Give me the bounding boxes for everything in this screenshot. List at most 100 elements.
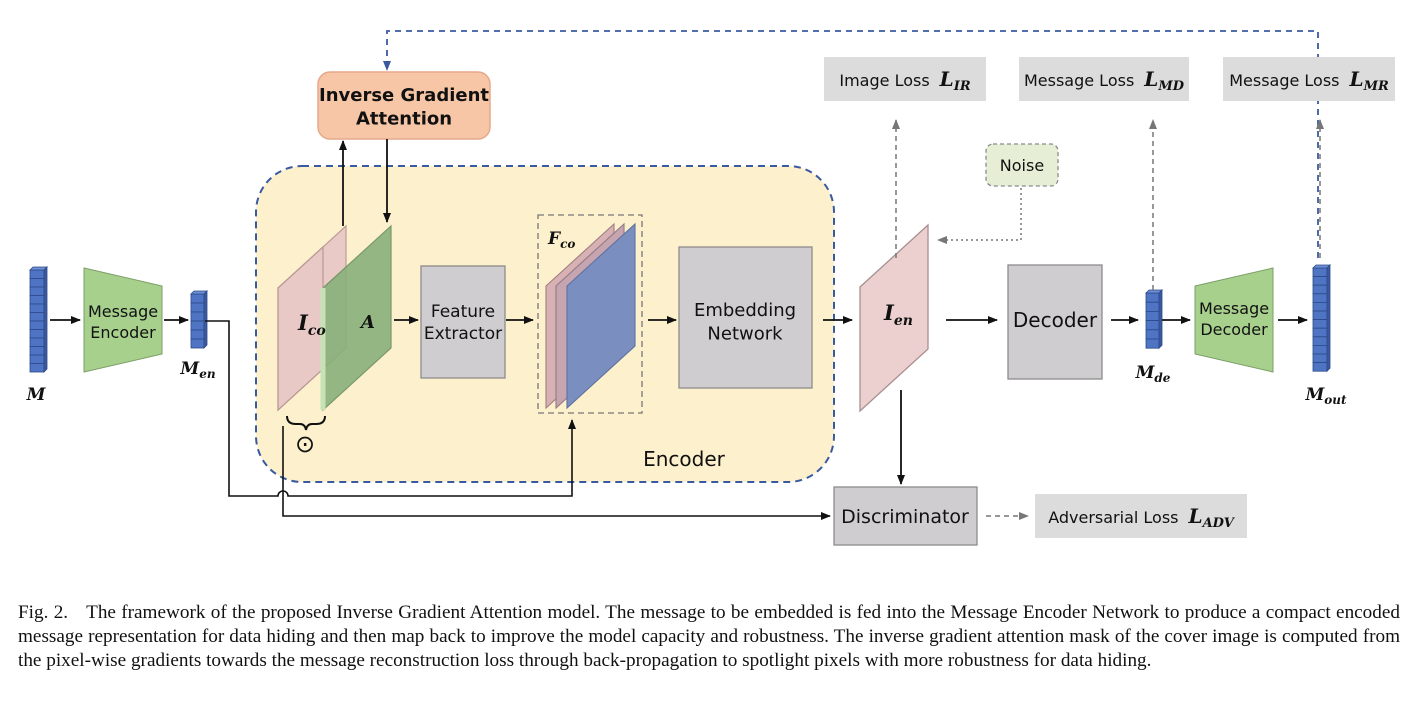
inverse-gradient-attention-box: [317, 71, 491, 140]
decoder-label: Decoder: [1013, 308, 1098, 332]
figure-caption-text: The framework of the proposed Inverse Gr…: [18, 602, 1400, 672]
encoder-region: [255, 165, 835, 483]
vector-cell: [1145, 310, 1160, 321]
figure-label: Fig. 2.: [18, 602, 69, 623]
vector-cell: [1312, 267, 1328, 278]
noise-label: Noise: [1000, 156, 1044, 175]
vector-cell: [1312, 301, 1328, 312]
message-encoder-shape: [83, 267, 163, 373]
symbol-m-out: Mout: [1304, 385, 1347, 407]
feature-extractor-box: [420, 265, 506, 379]
f-co-plane-front: [566, 222, 636, 410]
vector-cell: [29, 286, 45, 296]
vector-cell: [29, 295, 45, 305]
vector-cell: [190, 329, 205, 340]
vector-cell: [1312, 362, 1328, 372]
label-line: Extractor: [424, 324, 502, 344]
vector-cell: [29, 303, 45, 313]
symbol-a: A: [359, 312, 375, 333]
message-loss-md-box: [1019, 57, 1189, 101]
message-loss-mr-box: [1223, 57, 1395, 101]
label-line: Network: [707, 323, 783, 344]
message-decoder-shape: [1194, 267, 1274, 373]
vector-cell: [1312, 319, 1328, 329]
label-line: Feature: [431, 302, 495, 322]
vector-cell: [29, 337, 45, 347]
vector-cell: [1145, 301, 1160, 312]
vector-cell: [29, 278, 45, 288]
vector-side-face: [43, 266, 48, 373]
vector-cell: [29, 269, 45, 279]
label-line: Inverse Gradient: [319, 85, 489, 106]
odot-symbol: ⊙: [295, 430, 315, 458]
gradient-feedback-arrow: [383, 30, 1319, 258]
symbol-i-en: Ien: [883, 300, 913, 329]
vector-cell: [1145, 329, 1160, 340]
vector-cell: [1312, 310, 1328, 321]
noise-box: [985, 143, 1059, 187]
vector-cell: [29, 363, 45, 373]
image-loss-label: Image Loss LIR: [839, 67, 970, 94]
figure-caption: Fig. 2.The framework of the proposed Inv…: [18, 601, 1400, 674]
vector-cell: [1145, 338, 1160, 349]
vector-cell: [190, 302, 205, 313]
men-route-line: [205, 320, 576, 497]
vector-m: [29, 266, 48, 373]
vector-m-en: [190, 290, 208, 349]
label-line: Message: [88, 302, 158, 321]
vector-cell: [1312, 344, 1328, 355]
f-co-group-border: [537, 214, 643, 414]
vector-cell: [190, 293, 205, 304]
vector-cell: [1312, 276, 1328, 286]
vector-m-de: [1145, 289, 1163, 350]
elementwise-brace: [286, 415, 326, 431]
vector-cell: [1145, 320, 1160, 331]
vector-cell: [1145, 292, 1160, 303]
cover-to-discriminator-line: [282, 426, 831, 520]
label-line: Embedding: [694, 300, 796, 321]
vector-cell: [1312, 327, 1328, 338]
message-loss-mr-label: Message Loss LMR: [1229, 67, 1389, 94]
vector-cell: [190, 311, 205, 322]
encoder-region-label: Encoder: [643, 447, 726, 471]
vector-m-out: [1312, 264, 1331, 373]
vector-cell: [1312, 336, 1328, 346]
decoder-box: [1007, 264, 1103, 380]
symbol-i-co: Ico: [297, 310, 326, 339]
message-loss-md-label: Message Loss LMD: [1024, 67, 1185, 94]
vector-cell: [29, 329, 45, 339]
label-line: Message: [1199, 299, 1269, 318]
label-line: Attention: [356, 108, 452, 129]
i-en-plane: [859, 223, 929, 413]
vector-side-face: [1326, 264, 1331, 373]
vector-cell: [29, 320, 45, 330]
embedding-network-box: [678, 246, 813, 389]
symbol-m-en: Men: [179, 359, 215, 381]
discriminator-label: Discriminator: [841, 506, 969, 528]
noise-to-ien-arrow: [937, 188, 1022, 244]
symbol-m-de: Mde: [1135, 363, 1171, 385]
symbol-m: M: [26, 385, 47, 405]
vector-cell: [1312, 284, 1328, 295]
adversarial-loss-box: [1035, 494, 1247, 538]
image-loss-box: [824, 57, 986, 101]
vector-cell: [190, 320, 205, 331]
adversarial-loss-label: Adversarial Loss LADV: [1048, 504, 1236, 531]
symbol-f-co: Fco: [547, 229, 575, 251]
vector-cell: [29, 346, 45, 356]
vector-cell: [190, 338, 205, 349]
discriminator-box: [833, 486, 978, 546]
vector-side-face: [1158, 289, 1163, 350]
label-line: Decoder: [1200, 320, 1268, 339]
vector-side-face: [203, 290, 208, 349]
vector-cell: [29, 312, 45, 322]
vector-cell: [29, 354, 45, 364]
label-line: Encoder: [90, 323, 156, 342]
vector-cell: [1312, 353, 1328, 364]
